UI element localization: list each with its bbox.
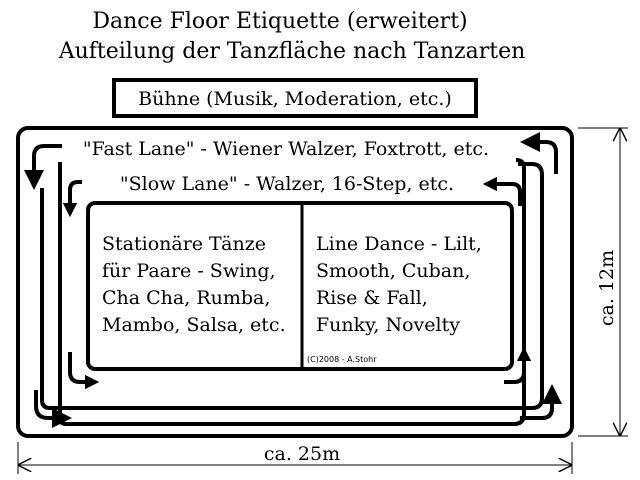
stationary-area-box [86,201,514,371]
dance-floor-boundary [16,126,574,438]
title-line-1: Dance Floor Etiquette (erweitert) [92,9,467,34]
line-dance-text-3: Rise & Fall, [316,287,428,309]
fast-lane-arrow-bottom-left [34,390,72,428]
slow-lane-label: "Slow Lane" - Walzer, 16-Step, etc. [120,173,454,195]
line-dance-text-2: Smooth, Cuban, [316,260,470,282]
stage-label: Bühne (Musik, Moderation, etc.) [138,88,452,110]
stationary-text-2: für Paare - Swing, [102,260,276,282]
height-label: ca. 12m [596,250,618,326]
slow-lane-arrow-bottom-left [68,352,100,390]
copyright-text: (C)2008 - A.Stohr [307,355,377,364]
line-dance-text-4: Funky, Novelty [316,314,460,336]
slow-lane-path [40,162,544,410]
title-line-2: Aufteilung der Tanzfläche nach Tanzarten [58,39,526,64]
stationary-text-1: Stationäre Tänze [102,233,266,255]
fast-lane-label: "Fast Lane" - Wiener Walzer, Foxtrott, e… [83,138,489,160]
stationary-text-3: Cha Cha, Rumba, [102,287,270,309]
slow-lane-arrow-bottom-right [504,346,532,384]
stationary-text-4: Mambo, Salsa, etc. [102,314,286,336]
fast-lane-arrow-top-left [24,144,62,190]
slow-lane-arrow-top-left [62,180,82,218]
width-label: ca. 25m [264,443,340,465]
stage-box [112,78,478,118]
slow-lane-arrow-top-right [482,176,522,206]
fast-lane-arrow-top-right [520,132,558,174]
fast-lane-arrow-bottom-right [520,384,562,420]
line-dance-text-1: Line Dance - Lilt, [316,233,482,255]
